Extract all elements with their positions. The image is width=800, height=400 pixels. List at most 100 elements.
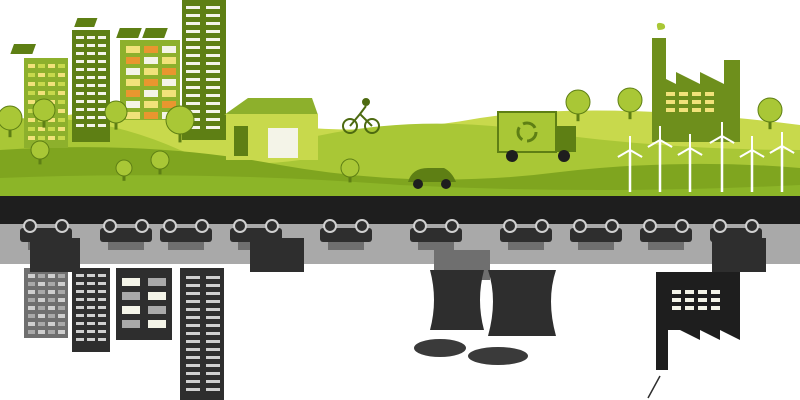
window	[28, 298, 35, 302]
window	[206, 276, 220, 279]
window	[144, 79, 158, 86]
window	[672, 306, 681, 310]
window	[679, 100, 688, 104]
window	[186, 22, 200, 25]
window	[58, 282, 65, 286]
window	[122, 320, 140, 328]
window	[126, 90, 140, 97]
window	[206, 292, 220, 295]
window	[87, 100, 95, 103]
window	[87, 108, 95, 111]
window	[144, 90, 158, 97]
window	[144, 68, 158, 75]
car-wheel	[135, 219, 149, 233]
turbine-blade	[647, 139, 661, 148]
trees	[0, 87, 783, 183]
window	[58, 290, 65, 294]
window	[162, 90, 176, 97]
window	[76, 306, 84, 309]
window	[206, 364, 220, 367]
window	[76, 84, 84, 87]
window	[28, 118, 35, 122]
window	[679, 92, 688, 96]
window	[48, 118, 55, 122]
window	[186, 316, 200, 319]
car-wheel	[503, 219, 517, 233]
window	[38, 73, 45, 77]
window	[87, 322, 95, 325]
window	[672, 290, 681, 294]
window	[126, 79, 140, 86]
turbine-blade	[781, 145, 795, 154]
window	[98, 306, 106, 309]
car-cabin	[418, 242, 454, 250]
window	[186, 332, 200, 335]
window	[28, 73, 35, 77]
window	[186, 6, 200, 9]
solar-panels	[10, 18, 168, 54]
window	[76, 92, 84, 95]
turbine-blade	[739, 149, 753, 158]
window	[148, 292, 166, 300]
window	[698, 306, 707, 310]
tree	[104, 100, 128, 124]
window	[28, 274, 35, 278]
window	[666, 100, 675, 104]
car-cabin	[108, 242, 144, 250]
window	[186, 308, 200, 311]
window	[28, 314, 35, 318]
window	[122, 306, 140, 314]
window	[186, 70, 200, 73]
window	[126, 46, 140, 53]
window	[206, 388, 220, 391]
car-cabin	[508, 242, 544, 250]
window	[87, 36, 95, 39]
window	[87, 298, 95, 301]
gray-building-windows	[28, 274, 220, 391]
window	[122, 278, 140, 286]
window	[76, 330, 84, 333]
window	[76, 108, 84, 111]
turbine-blade	[629, 149, 643, 158]
window	[711, 290, 720, 294]
green-car	[408, 168, 456, 189]
window	[186, 292, 200, 295]
window	[76, 52, 84, 55]
cooling-tower-right	[488, 270, 556, 336]
window	[58, 109, 65, 113]
window	[206, 38, 220, 41]
car-cabin	[328, 242, 364, 250]
window	[206, 22, 220, 25]
window	[76, 124, 84, 127]
window	[148, 320, 166, 328]
green-city	[0, 0, 800, 200]
window	[698, 290, 707, 294]
car-wheel	[195, 219, 209, 233]
window	[148, 306, 166, 314]
window	[679, 108, 688, 112]
window	[206, 316, 220, 319]
window	[206, 46, 220, 49]
factory-windows	[666, 92, 714, 112]
window	[48, 64, 55, 68]
window	[98, 338, 106, 341]
window	[162, 68, 176, 75]
window	[48, 290, 55, 294]
window	[98, 92, 106, 95]
window	[38, 136, 45, 140]
window	[58, 298, 65, 302]
leaf-icon	[656, 22, 666, 30]
polluting-factory-windows	[672, 290, 720, 310]
tree	[565, 89, 591, 115]
window	[98, 290, 106, 293]
window	[98, 108, 106, 111]
window	[58, 118, 65, 122]
window	[98, 44, 106, 47]
window	[87, 314, 95, 317]
tree	[30, 140, 50, 160]
window	[186, 62, 200, 65]
window	[76, 44, 84, 47]
window	[48, 274, 55, 278]
window	[38, 91, 45, 95]
window	[692, 92, 701, 96]
